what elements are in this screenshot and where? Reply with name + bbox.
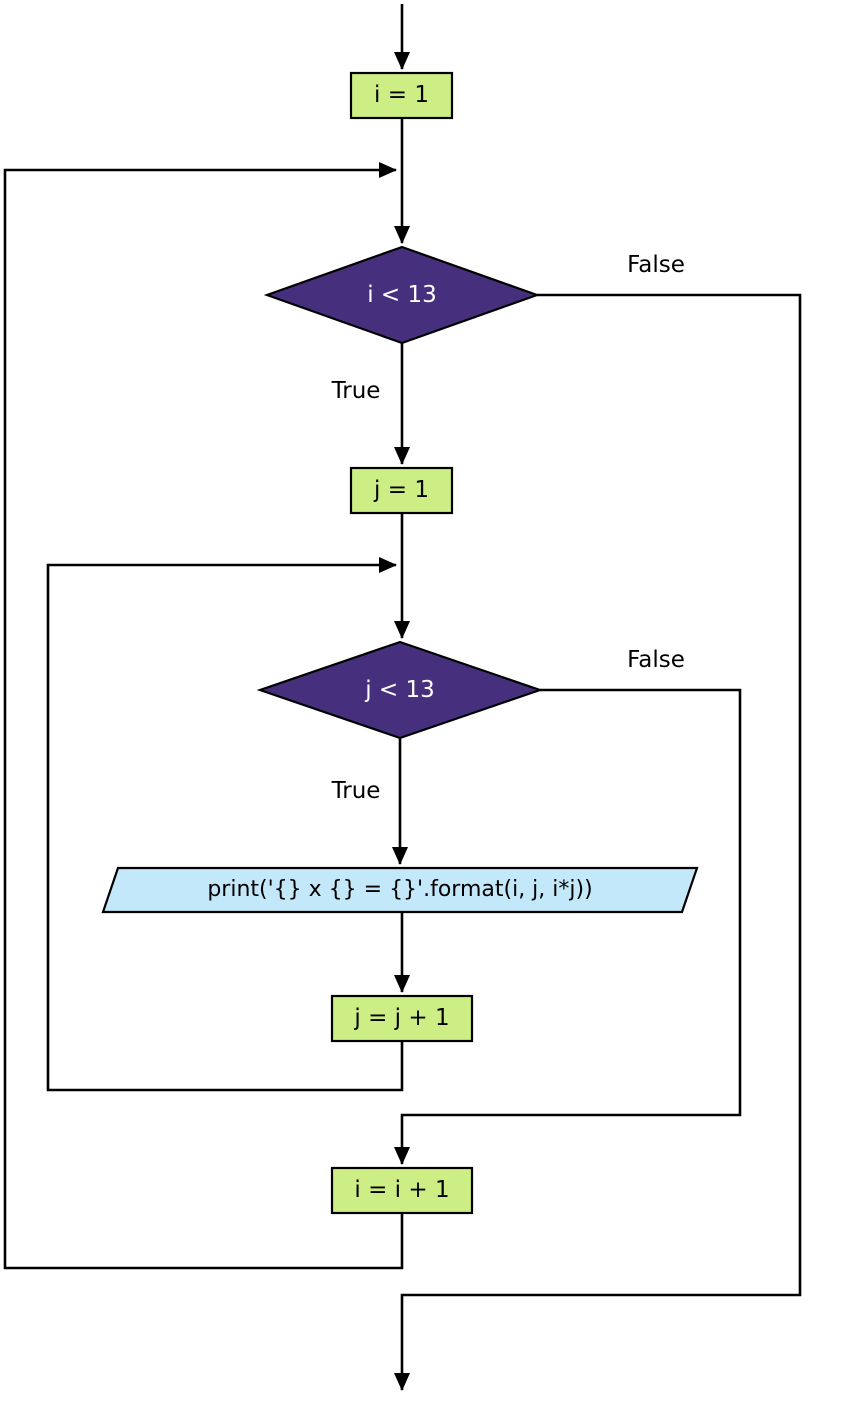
decision-node-cond-i-label: i < 13 <box>367 281 437 308</box>
edge-label-true-inner: True <box>331 778 381 804</box>
process-node-init-j-label: j = 1 <box>374 477 429 503</box>
decision-node-cond-j-label: j < 13 <box>365 676 435 703</box>
edge-label-false-inner: False <box>627 647 685 673</box>
io-node-print-label: print('{} x {} = {}'.format(i, j, i*j)) <box>207 877 593 902</box>
process-node-init-i-label: i = 1 <box>374 82 429 108</box>
edge-label-false-outer: False <box>627 252 685 278</box>
process-node-inc-i-label: i = i + 1 <box>354 1177 450 1203</box>
edge-label-true-outer: True <box>331 378 381 404</box>
process-node-inc-j-label: j = j + 1 <box>354 1005 450 1031</box>
